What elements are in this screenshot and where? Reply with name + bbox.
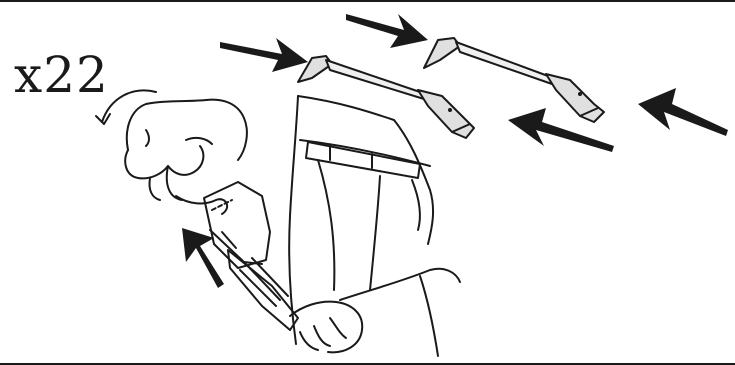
- arrow-icon-4: [638, 88, 728, 136]
- arrow-icon-3: [508, 108, 614, 152]
- trolley-handle-front-icon: [297, 55, 475, 139]
- bottom-border: [0, 363, 735, 365]
- top-border: [0, 0, 735, 2]
- arrow-icon-5: [182, 228, 224, 288]
- arrow-icon-1: [220, 38, 308, 72]
- trolley-handle-back-icon: [423, 37, 605, 123]
- arrow-icon-2: [346, 14, 428, 48]
- hand-icon: [95, 89, 461, 357]
- quantity-label: x22: [14, 46, 109, 104]
